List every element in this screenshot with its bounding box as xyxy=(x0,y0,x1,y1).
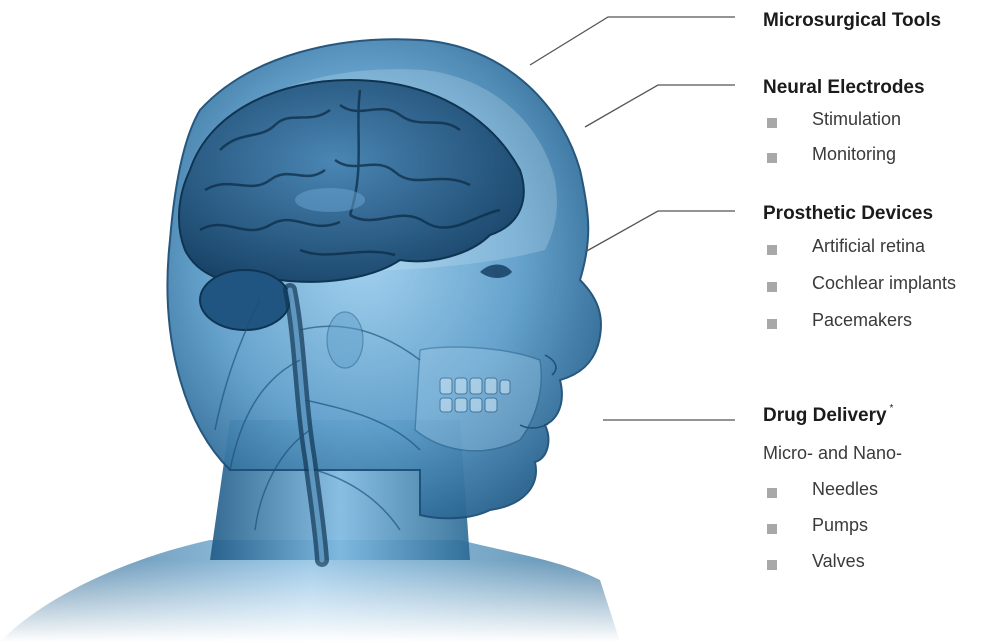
square-bullet-icon xyxy=(767,524,777,534)
item-label: Pacemakers xyxy=(812,310,912,331)
heading-prosthetic-devices: Prosthetic Devices xyxy=(763,203,933,225)
heading-neural-electrodes: Neural Electrodes xyxy=(763,77,925,99)
square-bullet-icon xyxy=(767,560,777,570)
leader-line-neural-electrodes xyxy=(585,85,735,127)
heading-drug-delivery-text: Drug Delivery xyxy=(763,405,887,426)
heading-microsurgical-tools-text: Microsurgical Tools xyxy=(763,10,941,31)
square-bullet-icon xyxy=(767,118,777,128)
leader-line-prosthetic-devices xyxy=(585,211,735,252)
item-label: Cochlear implants xyxy=(812,273,956,294)
leader-line-microsurgical-tools xyxy=(530,17,735,65)
item-label: Stimulation xyxy=(812,109,901,130)
item-label: Artificial retina xyxy=(812,236,925,257)
heading-prosthetic-devices-text: Prosthetic Devices xyxy=(763,203,933,224)
square-bullet-icon xyxy=(767,488,777,498)
square-bullet-icon xyxy=(767,282,777,292)
heading-drug-delivery: Drug Delivery* xyxy=(763,405,893,427)
heading-neural-electrodes-text: Neural Electrodes xyxy=(763,77,925,98)
item-label: Monitoring xyxy=(812,144,896,165)
heading-microsurgical-tools: Microsurgical Tools xyxy=(763,10,941,32)
item-label: Pumps xyxy=(812,515,868,536)
item-label: Needles xyxy=(812,479,878,500)
item-label: Valves xyxy=(812,551,865,572)
asterisk-marker: * xyxy=(890,403,894,414)
square-bullet-icon xyxy=(767,153,777,163)
drug-delivery-subtitle: Micro- and Nano- xyxy=(763,443,902,464)
square-bullet-icon xyxy=(767,319,777,329)
square-bullet-icon xyxy=(767,245,777,255)
